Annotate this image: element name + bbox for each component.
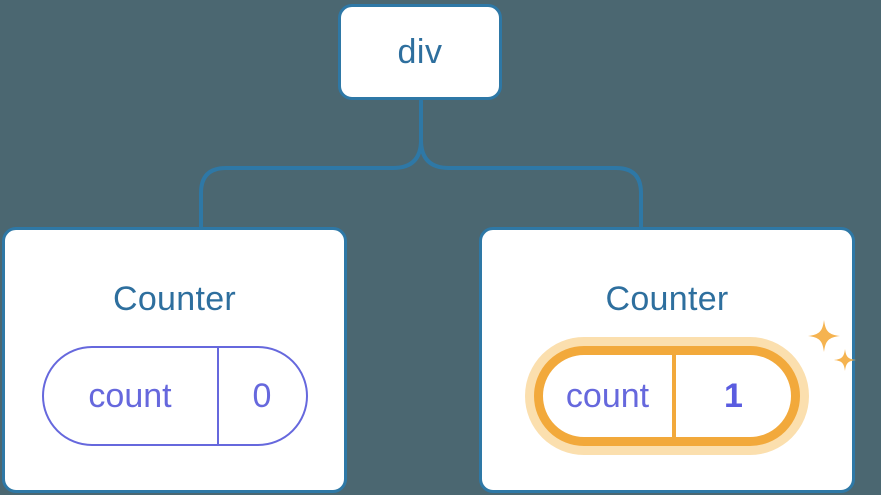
component-card-counter-right[interactable]: Counter count 1: [479, 227, 856, 493]
state-value-cell: 0: [219, 348, 306, 444]
sparkle-icons-group: [808, 320, 856, 371]
state-key-cell: count: [543, 355, 676, 437]
component-title: Counter: [112, 280, 237, 318]
state-key-label: count: [88, 377, 172, 415]
component-title: Counter: [605, 280, 729, 318]
state-pill-wrapper: count 1: [534, 320, 856, 446]
state-pill[interactable]: count 0: [41, 346, 308, 446]
state-value-label: 0: [252, 377, 272, 415]
state-pill-wrapper: count 0: [41, 346, 308, 446]
root-node-label: div: [397, 33, 443, 71]
root-node-div[interactable]: div: [338, 4, 502, 100]
state-key-label: count: [565, 377, 650, 415]
component-card-counter-left[interactable]: Counter count 0: [2, 227, 347, 493]
sparkle-large-icon: [808, 320, 840, 352]
state-value-label: 1: [724, 377, 743, 415]
sparkle-small-icon: [834, 349, 856, 371]
state-pill-highlighted[interactable]: count 1: [534, 346, 800, 446]
state-key-cell: count: [44, 348, 219, 444]
state-value-cell: 1: [676, 355, 791, 437]
